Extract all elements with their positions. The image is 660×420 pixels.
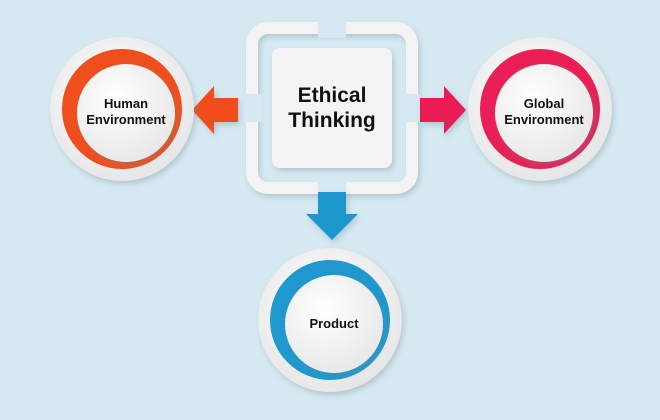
arrow-right-icon bbox=[420, 86, 466, 134]
node-global-environment-label: Global Environment bbox=[504, 96, 584, 127]
node-product-label: Product bbox=[309, 316, 359, 331]
arrow-down-icon bbox=[306, 192, 358, 240]
node-human-environment-label: Human Environment bbox=[86, 96, 166, 127]
node-global-environment-circle bbox=[468, 37, 612, 181]
center-title: Ethical Thinking bbox=[288, 84, 376, 132]
arrow-left-icon bbox=[192, 86, 238, 134]
center-frame bbox=[244, 20, 420, 196]
node-product-circle bbox=[258, 248, 402, 392]
node-human-environment-circle bbox=[50, 37, 194, 181]
